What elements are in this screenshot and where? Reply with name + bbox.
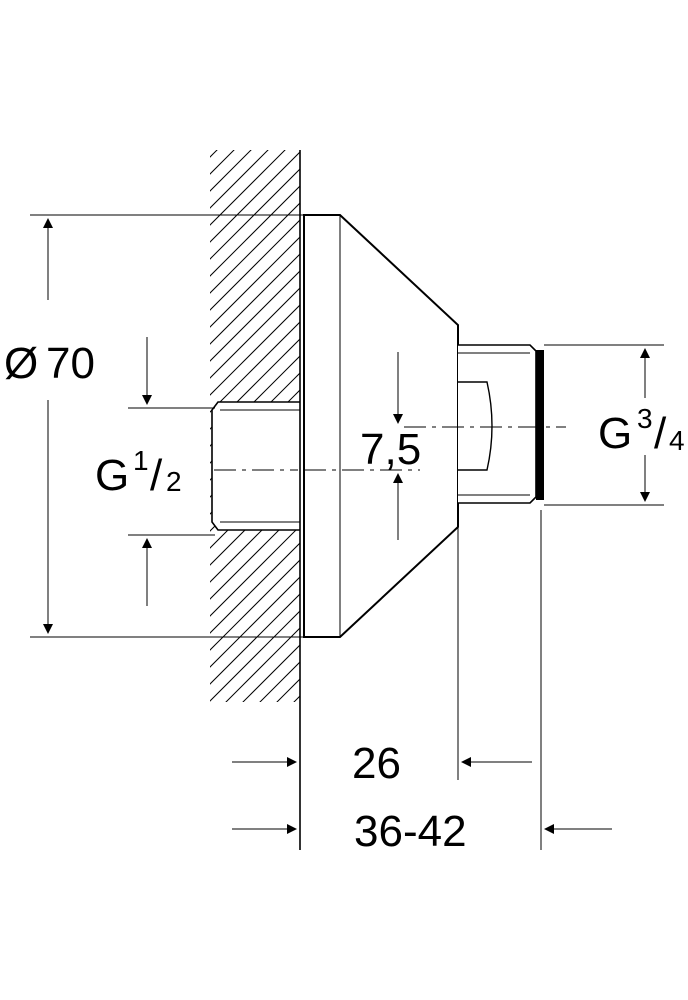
hatch-line xyxy=(210,150,300,239)
hatch-line xyxy=(180,768,330,918)
hatch-line xyxy=(180,802,330,952)
hatch-line xyxy=(210,308,300,460)
hatch-line xyxy=(210,189,300,341)
inlet-pipe xyxy=(211,401,300,531)
hatch-line xyxy=(210,172,300,324)
hatch-line xyxy=(180,751,330,901)
inlet-thread-numerator: 1 xyxy=(133,445,149,476)
hatch-line xyxy=(210,461,300,613)
hatch-line xyxy=(210,150,300,256)
hatch-line xyxy=(210,478,300,630)
diameter-value: 70 xyxy=(46,339,95,388)
hatch-line xyxy=(210,240,300,392)
inlet-thread-slash: / xyxy=(150,451,163,500)
inlet-thread-denominator: 2 xyxy=(166,466,182,497)
valve-insert xyxy=(458,381,493,471)
outlet-thread-g: G xyxy=(598,409,632,458)
depth-label-26: 26 xyxy=(352,739,401,788)
hatch-line xyxy=(210,150,300,188)
inlet-thread-g: G xyxy=(95,451,129,500)
hatch-line xyxy=(210,325,300,477)
outlet-thread-numerator: 3 xyxy=(637,403,653,434)
offset-label: 7,5 xyxy=(360,425,421,474)
hatch-line xyxy=(210,546,300,698)
hatch-line xyxy=(210,150,300,290)
hatch-line xyxy=(210,699,300,702)
hatch-line xyxy=(210,563,300,702)
hatch-line xyxy=(210,150,300,273)
hatch-line xyxy=(210,682,300,702)
hatch-line xyxy=(210,614,300,702)
hatch-line xyxy=(180,853,330,1000)
hatch-line xyxy=(210,150,300,171)
hatch-line xyxy=(180,717,330,867)
hatch-line xyxy=(210,665,300,702)
hatch-line xyxy=(210,648,300,702)
outlet-thread-slash: / xyxy=(654,409,667,458)
hatch-line xyxy=(210,257,300,409)
hatch-line xyxy=(210,274,300,426)
hatch-line xyxy=(180,734,330,884)
hatch-line xyxy=(210,631,300,702)
hatch-line xyxy=(210,150,300,205)
hatch-line xyxy=(210,597,300,702)
hatch-line xyxy=(210,529,300,681)
hatch-line xyxy=(180,785,330,935)
hatch-line xyxy=(210,495,300,647)
hatch-line xyxy=(210,223,300,375)
depth-label-36-42: 36-42 xyxy=(354,807,467,856)
outlet-thread-denominator: 4 xyxy=(669,425,685,456)
outlet-nipple xyxy=(458,344,537,504)
outlet-thread-band xyxy=(536,350,544,500)
hatch-line xyxy=(210,150,300,222)
hatch-line xyxy=(180,819,330,969)
hatch-line xyxy=(180,836,330,986)
hatch-line xyxy=(210,580,300,702)
hatch-line xyxy=(210,512,300,664)
diameter-symbol: Ø xyxy=(4,339,38,388)
hatch-line xyxy=(180,870,330,1000)
hatch-line xyxy=(210,155,300,307)
hatch-line xyxy=(210,291,300,443)
hatch-line xyxy=(210,206,300,358)
